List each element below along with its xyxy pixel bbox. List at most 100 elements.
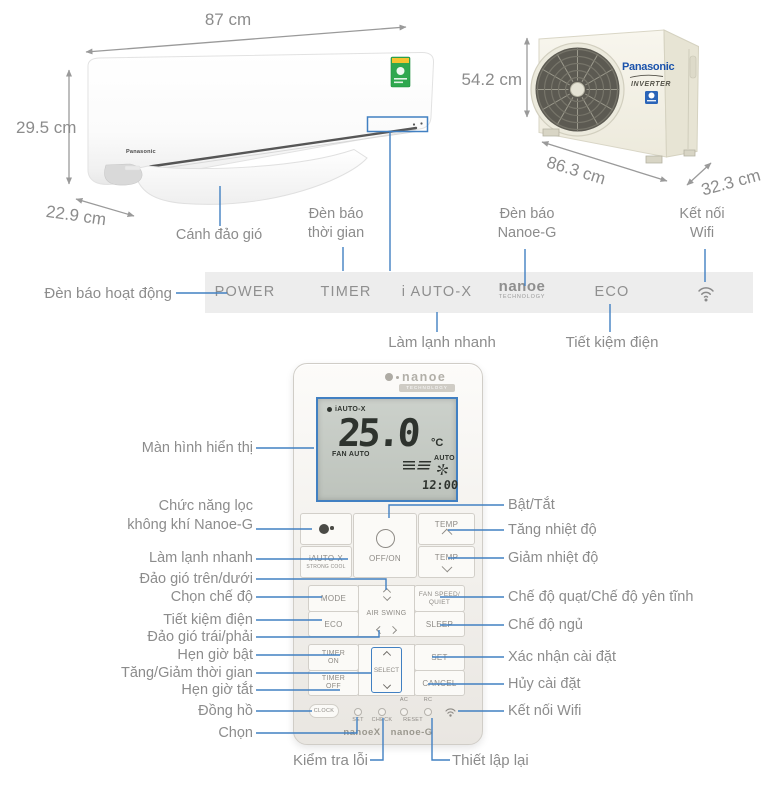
cancel-button[interactable]: CANCEL <box>414 670 465 696</box>
power-button[interactable]: OFF/ON <box>353 513 417 578</box>
select-button[interactable]: SELECT <box>371 647 402 693</box>
strip-wifi-icon <box>698 287 714 302</box>
fan-speed-label2: QUIET <box>428 598 451 606</box>
strip-nanoe-sub: TECHNOLOGY <box>498 294 546 300</box>
callout-select: Chọn <box>218 725 253 741</box>
air-swing-label: AIR SWING <box>366 610 407 617</box>
temp-up-button[interactable]: TEMP <box>418 513 475 545</box>
strip-eco-label: ECO <box>594 284 630 300</box>
swing-updown-icon[interactable] <box>382 587 391 602</box>
outdoor-handle <box>689 55 697 79</box>
select-down-icon[interactable] <box>382 680 391 690</box>
callout-eco: Tiết kiệm điện <box>163 612 253 628</box>
iautox-button[interactable]: iAUTO-X STRONG COOL <box>300 546 352 578</box>
lcd-fan-icon <box>437 464 448 475</box>
callout-nanoe-filter-line1: Chức năng lọc <box>158 498 253 514</box>
callout-mode: Chọn chế độ <box>170 589 253 605</box>
swing-leftright-icon[interactable] <box>375 625 398 635</box>
rc-reset-mini-button[interactable] <box>424 708 432 716</box>
callout-nanoe-filter-line2: không khí Nanoe-G <box>127 517 253 533</box>
callout-time-adjust: Tăng/Giảm thời gian <box>120 665 253 681</box>
remote-wifi-icon <box>445 708 456 717</box>
sleep-button-label: SLEEP <box>425 619 454 629</box>
sleep-button[interactable]: SLEEP <box>414 611 465 637</box>
eco-button-label: ECO <box>324 619 343 629</box>
ac-reset-mini-button[interactable] <box>400 708 408 716</box>
check-mini-button[interactable] <box>378 708 386 716</box>
timer-on-button[interactable]: TIMER ON <box>308 644 359 671</box>
callout-wifi-top: Kết nối Wifi <box>679 205 724 243</box>
power-button-label: OFF/ON <box>368 553 402 563</box>
callout-timer-light-line1: Đèn báo <box>308 206 364 222</box>
callout-nanoe-filter: Chức năng lọc không khí Nanoe-G <box>127 497 253 535</box>
callout-wifi-top-line1: Kết nối <box>679 206 725 222</box>
energy-label <box>390 56 411 88</box>
mode-button-label: MODE <box>320 594 347 603</box>
indoor-unit: Panasonic <box>87 51 435 205</box>
indoor-outlet-shadow <box>149 131 417 171</box>
nanoe-button-icon <box>319 523 334 535</box>
timer-off-button[interactable]: TIMER OFF <box>308 670 359 696</box>
temp-down-button[interactable]: TEMP <box>418 546 475 578</box>
callout-timer-on: Hẹn giờ bật <box>177 647 253 663</box>
callout-swing-lr: Đảo gió trái/phải <box>147 629 253 645</box>
lcd-swing-icon <box>416 461 432 471</box>
nanoex-logo-text: nanoeX <box>343 727 381 738</box>
timer-on-label2: ON <box>327 657 340 665</box>
lcd-unit: °C <box>431 437 444 449</box>
callout-check: Kiểm tra lỗi <box>292 752 368 769</box>
indoor-brand-logo: Panasonic <box>126 149 156 155</box>
strip-nanoe-logo: nanoe TECHNOLOGY <box>498 279 546 301</box>
temp-up-label: TEMP <box>434 520 459 529</box>
strip-iautox-label: i AUTO-X <box>401 284 473 300</box>
outdoor-blue-badge <box>645 91 658 104</box>
callout-set: Xác nhận cài đặt <box>508 649 617 665</box>
lcd-temperature: 25.0 <box>336 411 420 455</box>
reset-mini-caption: RESET <box>403 717 423 723</box>
callout-nanoe-light-line2: Nanoe-G <box>497 225 557 241</box>
inverter-swoosh <box>629 74 664 78</box>
lcd-auto-status: AUTO <box>434 455 455 462</box>
nanoe-button[interactable] <box>300 513 352 545</box>
callout-timer-off: Hẹn giờ tắt <box>181 682 253 698</box>
callout-operation-light: Đèn báo hoạt động <box>44 285 172 302</box>
check-mini-caption: CHECK <box>371 717 393 723</box>
strip-timer-label: TIMER <box>320 284 372 300</box>
chevron-up-icon <box>441 528 452 540</box>
inverter-badge-text: INVERTER <box>631 81 671 88</box>
outdoor-unit: Panasonic INVERTER <box>530 29 700 164</box>
iautox-button-sublabel: STRONG COOL <box>306 564 346 570</box>
callout-temp-down: Giảm nhiệt độ <box>508 550 599 566</box>
indoor-width-dim: 87 cm <box>204 10 252 29</box>
lcd-fan-status: FAN AUTO <box>332 451 370 458</box>
ac-mini-label: AC <box>399 697 409 703</box>
mode-button[interactable]: MODE <box>308 585 359 612</box>
select-up-icon[interactable] <box>382 650 391 660</box>
remote-nanoe-text: nanoe <box>402 370 447 384</box>
outdoor-side-seam <box>687 48 690 150</box>
chevron-down-icon <box>441 561 452 573</box>
indicator-strip: POWER TIMER i AUTO-X nanoe TECHNOLOGY EC… <box>205 272 753 313</box>
callout-power: Bật/Tắt <box>508 497 555 513</box>
set-button[interactable]: SET <box>414 644 465 671</box>
set-mini-button[interactable] <box>354 708 362 716</box>
outdoor-height-dim: 54.2 cm <box>461 70 522 89</box>
lcd-time: 12:00 <box>421 478 459 492</box>
fan-speed-button[interactable]: FAN SPEED/ QUIET <box>414 585 465 612</box>
indicator-led <box>420 122 423 125</box>
indicator-zone-highlight <box>366 116 429 133</box>
callout-swing-ud: Đảo gió trên/dưới <box>139 571 253 587</box>
air-swing-panel[interactable]: AIR SWING <box>358 585 415 637</box>
timer-on-label1: TIMER <box>321 649 346 657</box>
select-button-label: SELECT <box>373 666 400 674</box>
nanoe-dot-icon <box>385 373 393 381</box>
outdoor-side-face <box>663 29 700 158</box>
callout-sleep: Chế độ ngủ <box>508 617 583 633</box>
callout-wifi-remote: Kết nối Wifi <box>508 703 582 719</box>
indoor-body <box>87 51 435 185</box>
remote-technology-pill: TECHNOLOGY <box>399 384 455 392</box>
clock-button[interactable]: CLOCK <box>309 704 339 718</box>
callout-temp-up: Tăng nhiệt độ <box>508 522 597 538</box>
eco-button[interactable]: ECO <box>308 611 359 637</box>
